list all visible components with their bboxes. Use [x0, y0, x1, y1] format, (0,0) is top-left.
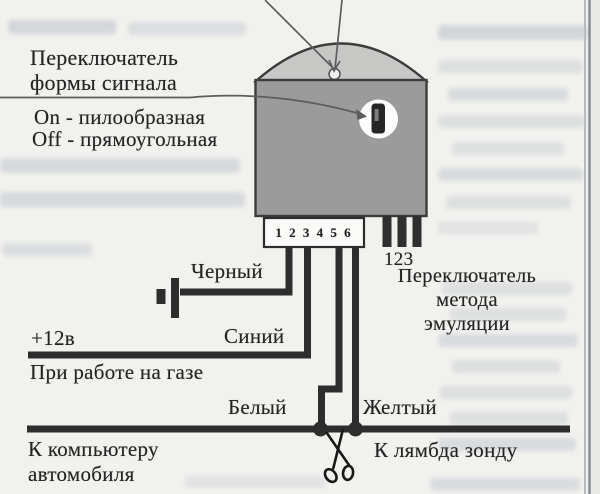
bleedthrough-text-smudge: [438, 222, 538, 234]
bleedthrough-text-smudge: [446, 196, 571, 209]
bleedthrough-text-smudge: [450, 412, 568, 425]
signal-form-switch-label: Переключатель формы сигнала: [30, 45, 178, 95]
bleedthrough-text-smudge: [430, 478, 580, 491]
bleedthrough-text-smudge: [438, 168, 583, 181]
bleedthrough-text-smudge: [438, 115, 586, 128]
waveform-callout-line: [0, 94, 358, 114]
bleedthrough-text-smudge: [128, 22, 246, 35]
yellow-wire-label: Желтый: [363, 395, 437, 419]
emulator-dome: [252, 42, 430, 83]
callout-line-top-left: [264, 0, 335, 70]
gas-mode-note: При работе на газе: [30, 360, 204, 384]
bleedthrough-text-smudge: [442, 282, 572, 295]
emulation-switch-line1: Переключатель: [397, 265, 537, 287]
bleedthrough-text-smudge: [8, 20, 116, 34]
black-wire: [180, 247, 293, 296]
bleedthrough-text-smudge: [448, 88, 568, 101]
bleedthrough-text-smudge: [0, 158, 240, 173]
emulation-pin-numbers: 123: [384, 249, 414, 270]
bleedthrough-text-smudge: [440, 386, 572, 399]
bleedthrough-text-smudge: [438, 60, 583, 73]
signal-form-switch-line1: Переключатель: [30, 45, 179, 70]
car-computer-line1: К компьютеру: [28, 437, 159, 461]
white-wire-label: Белый: [228, 395, 287, 419]
white-wire: [318, 247, 343, 429]
waveform-switch-slot: [374, 109, 379, 121]
scissors-icon: [323, 429, 355, 484]
car-computer-label: К компьютеру автомобиля: [28, 437, 159, 487]
lambda-sensor-label: К лямбда зонду: [374, 438, 518, 462]
bleedthrough-text-smudge: [450, 308, 566, 321]
mode-on-label: On - пилообразная: [34, 105, 206, 129]
bleedthrough-text-smudge: [452, 142, 564, 155]
signal-form-switch-line2: формы сигнала: [30, 70, 178, 95]
bleedthrough-text-smudge: [438, 438, 576, 451]
bleedthrough-text-smudge: [438, 25, 588, 40]
bleedthrough-text-smudge: [438, 334, 578, 347]
mode-off-label: Off - прямоугольная: [32, 127, 218, 151]
blue-wire: [28, 247, 311, 359]
car-computer-line2: автомобиля: [28, 462, 135, 486]
blue-wire-label: Синий: [224, 324, 285, 348]
connector-pin-numbers: 1 2 3 4 5 6: [275, 225, 353, 240]
callout-arrowhead-icon: [328, 59, 341, 73]
emulation-switch-label: Переключатель метода эмуляции: [380, 264, 554, 336]
connector-block: [262, 216, 366, 249]
page-margin: [591, 0, 600, 494]
ground-icon: [156, 278, 179, 318]
bleedthrough-text-smudge: [452, 360, 560, 373]
emulation-switch-line2: метода: [436, 289, 498, 311]
bleedthrough-text-smudge: [185, 476, 325, 488]
callout-line-top-right: [334, 0, 343, 70]
emulation-switch-pins: [382, 216, 422, 247]
bleedthrough-text-smudge: [2, 243, 92, 256]
yellow-wire-junction-dot: [348, 421, 363, 437]
black-wire-label: Черный: [191, 259, 263, 283]
emulation-switch-line3: эмуляции: [424, 313, 510, 335]
plus-12v-label: +12в: [31, 326, 75, 350]
waveform-callout-arrow-icon: [356, 109, 367, 120]
white-wire-junction-dot: [313, 421, 328, 437]
bleedthrough-text-smudge: [0, 192, 245, 207]
emulator-body: [254, 78, 428, 218]
